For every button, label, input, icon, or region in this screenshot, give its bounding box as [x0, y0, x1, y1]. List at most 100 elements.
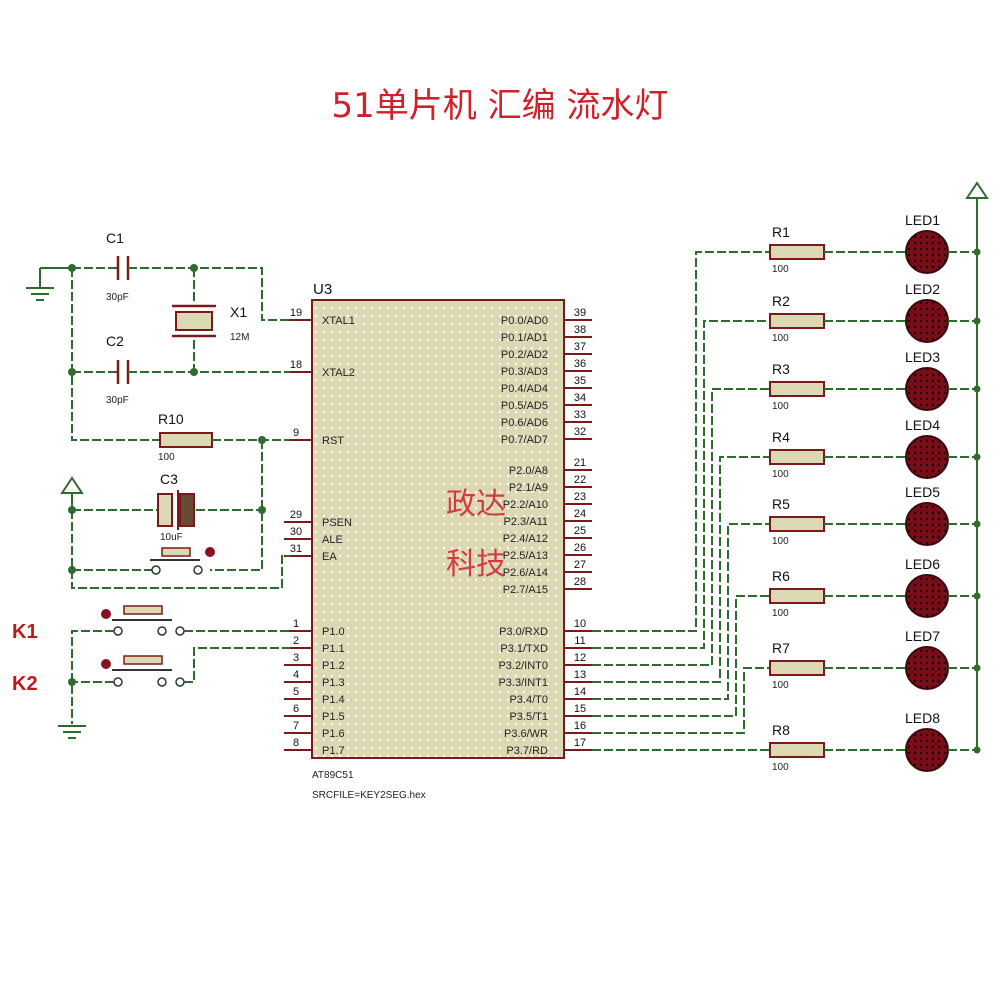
watermark-line-1: 政达 [446, 487, 506, 522]
pin-name: P0.5/AD5 [501, 400, 548, 412]
pin-number: 29 [290, 509, 302, 521]
pin-number: 18 [290, 359, 302, 371]
resistor-ref: R7 [772, 640, 790, 656]
capacitor-c2 [116, 360, 130, 384]
resistor-value: 100 [772, 333, 789, 344]
pin-name: P1.1 [322, 643, 345, 655]
chip-pin-left: 6P1.5 [284, 703, 345, 723]
led-row: R5 100 LED5 [592, 484, 981, 700]
pin-number: 38 [574, 324, 586, 336]
pin-number: 36 [574, 358, 586, 370]
led-label: LED1 [905, 212, 940, 228]
resistor [769, 588, 825, 604]
r10-ref: R10 [158, 411, 184, 427]
diagram-title: 51单片机 汇编 流水灯 [331, 86, 669, 126]
led-row: R4 100 LED4 [592, 417, 981, 683]
pin-name: P1.0 [322, 626, 345, 638]
led-bulb [905, 299, 949, 343]
wire-vcc-ea [71, 510, 290, 589]
c1-ref: C1 [106, 230, 124, 246]
crystal-x1 [172, 268, 216, 372]
pin-number: 39 [574, 307, 586, 319]
led-label: LED4 [905, 417, 940, 433]
pin-name: P1.4 [322, 694, 345, 706]
pin-name: P1.6 [322, 728, 345, 740]
wire-port-to-resistor [592, 523, 770, 700]
resistor-ref: R5 [772, 496, 790, 512]
pin-name: XTAL2 [322, 367, 355, 379]
pin-name: P3.2/INT0 [498, 660, 548, 672]
pin-number: 37 [574, 341, 586, 353]
resistor-ref: R1 [772, 224, 790, 240]
chip-pin-left: 3P1.2 [284, 652, 345, 672]
vcc-symbol-right [965, 181, 989, 750]
resistor [769, 381, 825, 397]
resistor [769, 244, 825, 260]
pin-number: 23 [574, 491, 586, 503]
wire-port-to-resistor [592, 320, 770, 649]
switch-k1[interactable] [101, 605, 185, 636]
pin-name: RST [322, 435, 344, 447]
vcc-symbol-left [60, 476, 84, 510]
resistor-ref: R4 [772, 429, 790, 445]
pin-number: 8 [293, 737, 299, 749]
resistor-ref: R3 [772, 361, 790, 377]
resistor-ref: R8 [772, 722, 790, 738]
pin-name: P0.6/AD6 [501, 417, 548, 429]
pin-name: P3.4/T0 [509, 694, 548, 706]
pin-name: P0.3/AD3 [501, 366, 548, 378]
pin-number: 14 [574, 686, 586, 698]
chip-srcfile: SRCFILE=KEY2SEG.hex [312, 790, 426, 801]
x1-ref: X1 [230, 304, 247, 320]
chip-pin-left: 4P1.3 [284, 669, 345, 689]
r10-value: 100 [158, 452, 175, 463]
pin-number: 27 [574, 559, 586, 571]
pin-name: P2.3/A11 [504, 516, 548, 528]
pin-name: P1.3 [322, 677, 345, 689]
led-bulb [905, 435, 949, 479]
reset-button[interactable] [150, 547, 215, 575]
pin-number: 22 [574, 474, 586, 486]
pin-number: 28 [574, 576, 586, 588]
pin-name: P2.0/A8 [509, 465, 548, 477]
pin-number: 11 [574, 635, 585, 647]
pin-name: P2.2/A10 [503, 499, 548, 511]
resistor-value: 100 [772, 608, 789, 619]
led-label: LED5 [905, 484, 940, 500]
pin-name: EA [322, 551, 337, 563]
c3-ref: C3 [160, 471, 178, 487]
key-k1-label: K1 [12, 621, 38, 643]
resistor-value: 100 [772, 680, 789, 691]
wire-k1-ground [71, 630, 114, 724]
pin-name: P0.2/AD2 [501, 349, 548, 361]
pin-number: 2 [293, 635, 299, 647]
pin-number: 21 [574, 457, 586, 469]
pin-name: P2.7/A15 [503, 584, 548, 596]
pin-number: 25 [574, 525, 586, 537]
pin-name: P0.0/AD0 [501, 315, 548, 327]
led-bulb [905, 574, 949, 618]
pin-number: 13 [574, 669, 586, 681]
chip-ref: U3 [313, 281, 332, 298]
ground-symbol-top [26, 267, 72, 301]
pin-number: 1 [293, 618, 299, 630]
resistor [769, 516, 825, 532]
pin-number: 12 [574, 652, 586, 664]
resistor-value: 100 [772, 264, 789, 275]
